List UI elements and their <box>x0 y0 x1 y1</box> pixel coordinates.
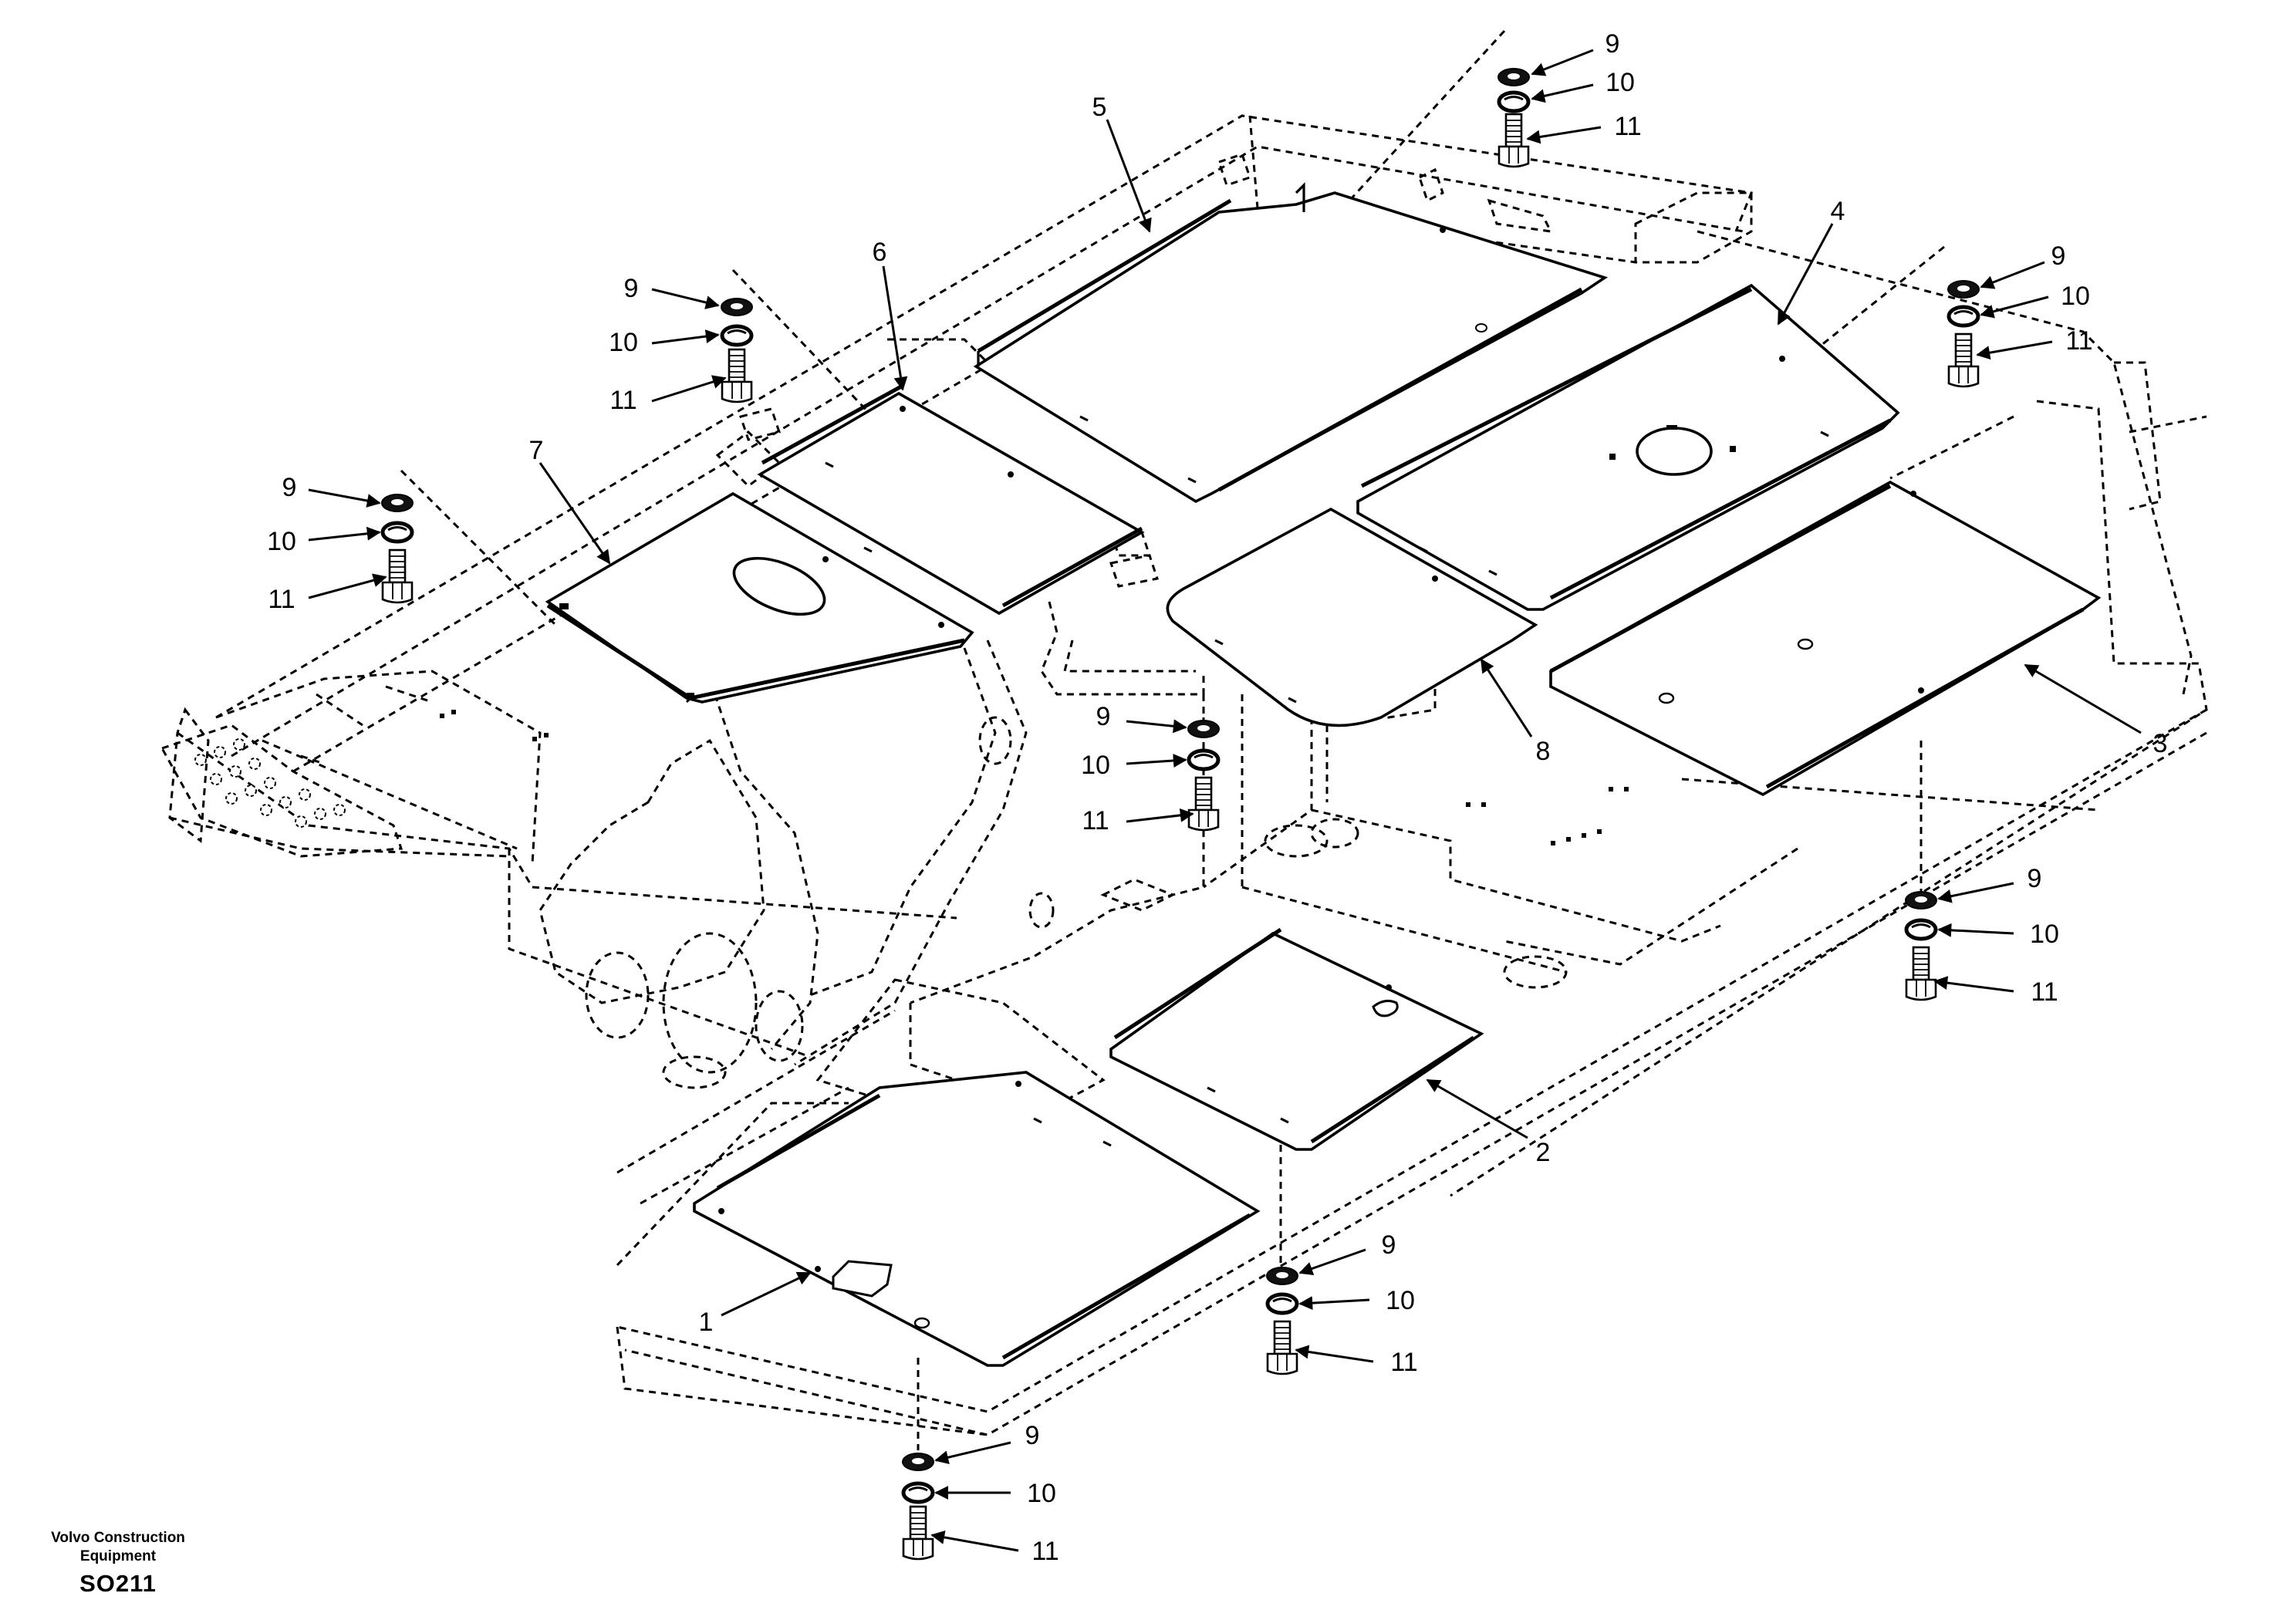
plate-6 <box>757 383 1145 616</box>
callout-washer-10: 10 <box>1606 68 1635 97</box>
callout-washer-9: 9 <box>624 274 639 303</box>
callout-washer-9: 9 <box>2051 241 2066 271</box>
plate-8 <box>1166 507 1538 727</box>
callout-bolt-11: 11 <box>1390 1348 1417 1377</box>
perforated-pad <box>160 724 403 858</box>
callout-washer-9: 9 <box>1606 29 1620 59</box>
callout-bolt-11: 11 <box>268 585 295 614</box>
callout-washer-10: 10 <box>1027 1479 1056 1508</box>
callout-washer-9: 9 <box>1096 702 1111 731</box>
callout-part-7: 7 <box>529 436 544 465</box>
callout-washer-10: 10 <box>2030 920 2059 949</box>
plate-4 <box>1356 283 1900 611</box>
hardware-stack <box>903 1453 934 1561</box>
callout-bolt-11: 11 <box>2065 326 2092 356</box>
callout-labels: 5 4 6 7 8 3 2 1 9 10 11 9 10 11 9 10 11 … <box>267 29 2167 1566</box>
hardware-stack <box>721 298 752 403</box>
hardware-stack <box>1267 1267 1298 1375</box>
callout-washer-10: 10 <box>2061 282 2090 311</box>
callout-washer-10: 10 <box>267 527 296 556</box>
callout-washer-9: 9 <box>1382 1230 1396 1260</box>
callout-washer-9: 9 <box>282 473 297 502</box>
drawing-code: SO211 <box>79 1570 157 1597</box>
callout-bolt-11: 11 <box>609 386 636 415</box>
plate-2 <box>1109 927 1484 1151</box>
callout-bolt-11: 11 <box>1082 806 1109 835</box>
callout-washer-10: 10 <box>1081 751 1110 780</box>
leader-lines <box>308 49 2142 1552</box>
callout-part-3: 3 <box>2153 729 2168 758</box>
hardware-stack <box>1498 68 1529 168</box>
callout-bolt-11: 11 <box>1614 112 1641 141</box>
brand-subname: Equipment <box>79 1548 157 1564</box>
callout-part-6: 6 <box>873 238 887 267</box>
callout-part-2: 2 <box>1536 1138 1551 1167</box>
plate-5 <box>973 182 1609 504</box>
callout-bolt-11: 11 <box>1032 1537 1059 1566</box>
callout-part-8: 8 <box>1536 737 1551 766</box>
brand-name: Volvo Construction <box>51 1530 185 1546</box>
brand-block: Volvo Construction Equipment SO211 <box>37 1529 199 1601</box>
callout-washer-9: 9 <box>1025 1421 1040 1450</box>
callout-washer-10: 10 <box>609 328 638 357</box>
plate-3 <box>1549 480 2102 797</box>
callout-part-1: 1 <box>699 1308 714 1337</box>
hardware-stack <box>1906 891 1936 1001</box>
callout-washer-9: 9 <box>2028 864 2042 893</box>
callout-washer-10: 10 <box>1386 1286 1415 1315</box>
callout-part-5: 5 <box>1092 93 1107 122</box>
frame-outline <box>160 29 2208 1450</box>
callout-part-4: 4 <box>1831 197 1845 226</box>
plate-7 <box>545 491 974 704</box>
plate-1 <box>693 1071 1261 1367</box>
callout-bolt-11: 11 <box>2031 977 2058 1007</box>
hardware-stack <box>382 494 413 604</box>
